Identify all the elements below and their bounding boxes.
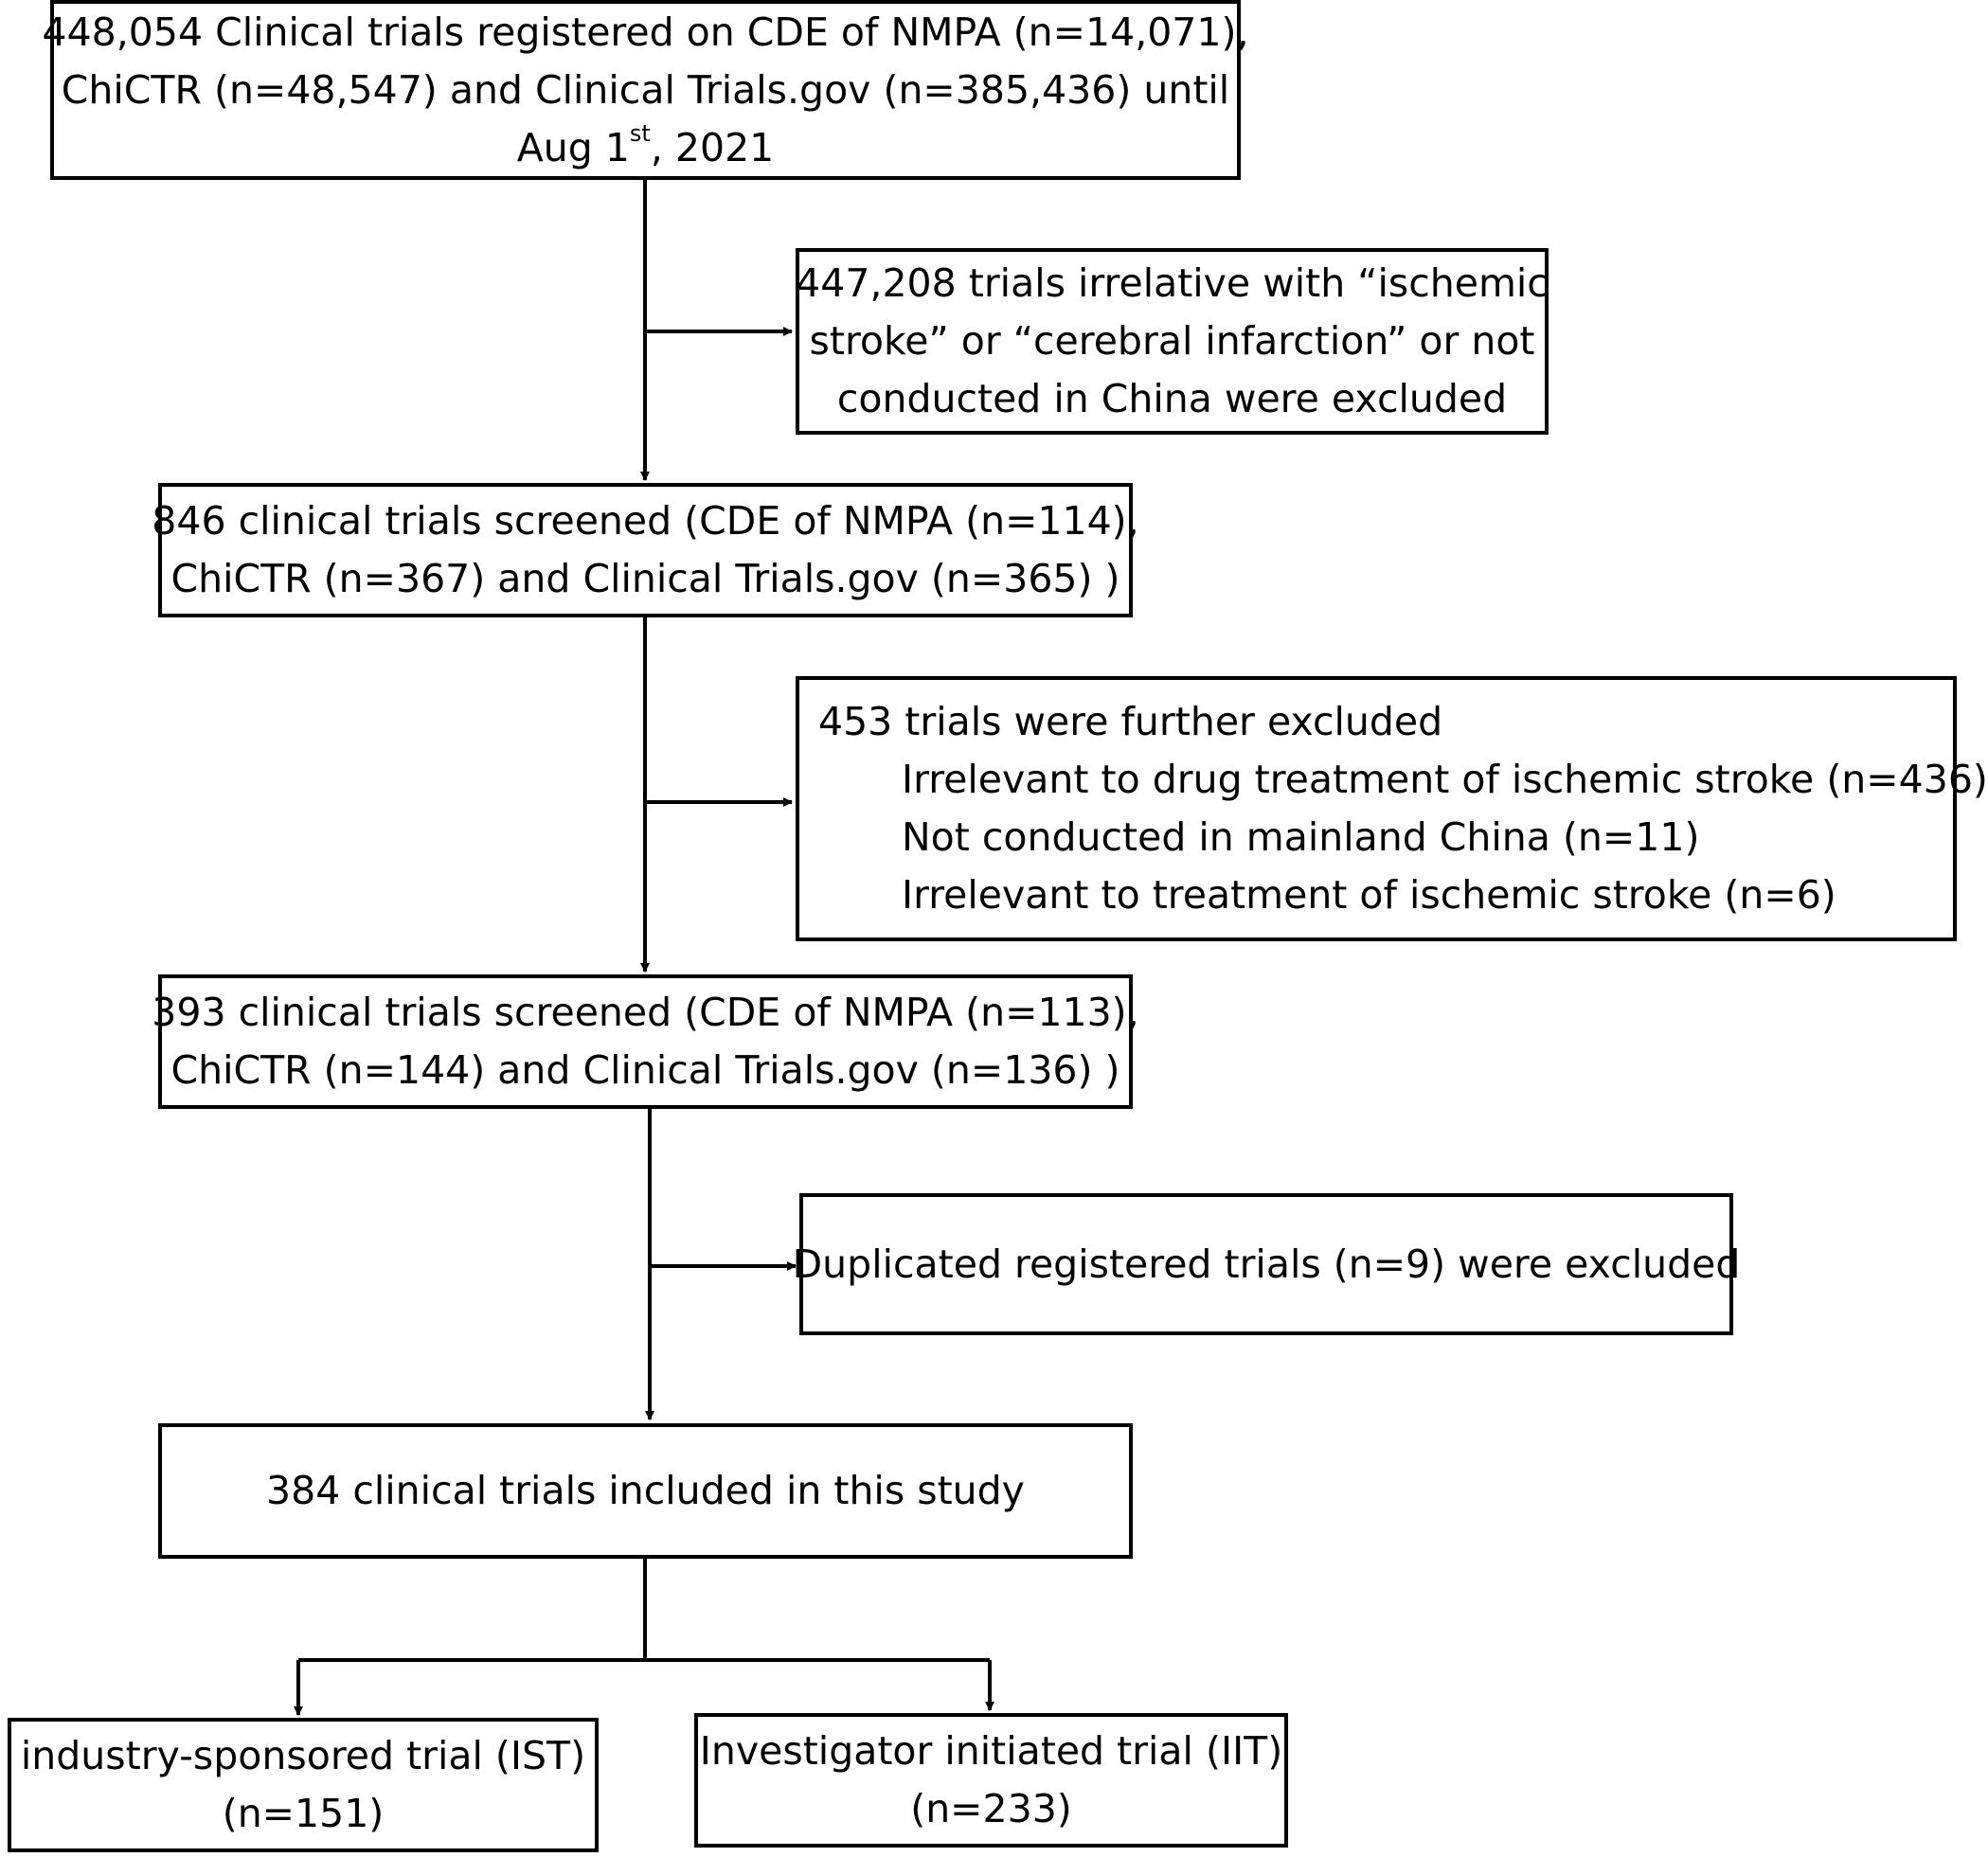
excluded2-item-3: Irrelevant to treatment of ischemic stro… [902,872,1836,918]
records-line-3: Aug 1st, 2021 [516,119,775,170]
included-line-1: 384 clinical trials included in this stu… [266,1468,1025,1513]
screened1-line-2: ChiCTR (n=367) and Clinical Trials.gov (… [170,556,1120,601]
excluded2-item-2: Not conducted in mainland China (n=11) [902,814,1700,860]
screened2-line-1: 393 clinical trials screened (CDE of NMP… [152,990,1139,1035]
box-further-excluded: 453 trials were further excluded Irrelev… [796,676,1988,941]
screened1-line-1: 846 clinical trials screened (CDE of NMP… [152,498,1139,544]
box-included: 384 clinical trials included in this stu… [158,1423,1133,1559]
box-records-identified: 448,054 Clinical trials registered on CD… [42,0,1249,180]
ist-line-1: industry-sponsored trial (IST) [20,1733,586,1778]
iit-line-2: (n=233) [910,1786,1072,1831]
excluded1-line-2: stroke” or “cerebral infarction” or not [809,318,1535,364]
box-ist: industry-sponsored trial (IST) (n=151) [8,1718,599,1852]
iit-line-1: Investigator initiated trial (IIT) [699,1728,1283,1774]
box-duplicated-excluded: Duplicated registered trials (n=9) were … [793,1193,1740,1335]
superscript-st: st [629,119,651,147]
box-excluded-irrelative: 447,208 trials irrelative with “ischemic… [796,248,1549,435]
box-screened-846: 846 clinical trials screened (CDE of NMP… [152,483,1139,617]
records-line-2: ChiCTR (n=48,547) and Clinical Trials.go… [61,66,1230,113]
screened2-line-2: ChiCTR (n=144) and Clinical Trials.gov (… [170,1047,1120,1093]
ist-line-2: (n=151) [222,1791,385,1836]
excluded1-line-1: 447,208 trials irrelative with “ischemic [796,260,1549,306]
box-screened-393: 393 clinical trials screened (CDE of NMP… [152,974,1139,1109]
excluded3-line-1: Duplicated registered trials (n=9) were … [792,1241,1741,1287]
excluded2-title: 453 trials were further excluded [818,699,1443,744]
excluded2-item-1: Irrelevant to drug treatment of ischemic… [902,757,1988,802]
excluded1-line-3: conducted in China were excluded [836,376,1508,421]
records-line-1: 448,054 Clinical trials registered on CD… [42,9,1249,55]
box-iit: Investigator initiated trial (IIT) (n=23… [694,1713,1288,1848]
